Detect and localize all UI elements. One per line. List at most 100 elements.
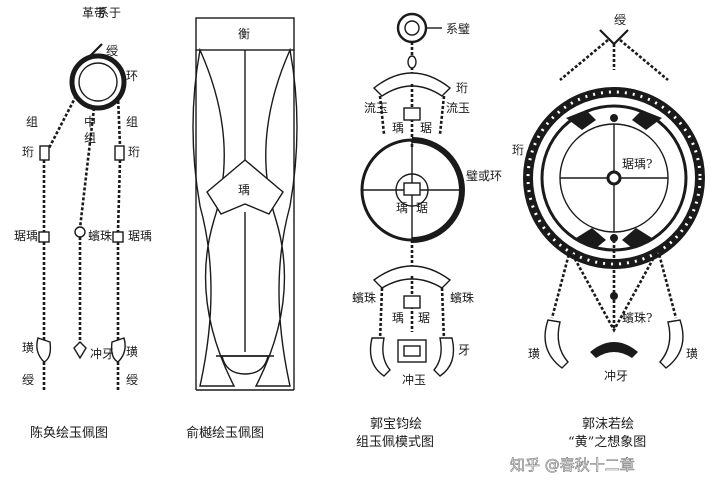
label: 珩 (456, 81, 468, 95)
bi-center-block (403, 182, 421, 196)
left-ya (369, 337, 391, 377)
dragon-head-ul (566, 110, 596, 130)
ring-inner (78, 62, 118, 102)
label: 组 (84, 131, 96, 145)
label: 瑀 (396, 201, 408, 215)
chong-ya-disc (221, 355, 269, 375)
left-heng (39, 145, 50, 161)
chong-yu-inner (403, 345, 421, 357)
right-ya (433, 337, 455, 377)
chong-ya (73, 341, 87, 360)
label: 珩 (128, 145, 140, 159)
yu-diamond (206, 159, 284, 215)
ring-huan (69, 53, 127, 111)
label: 琚瑀 (128, 229, 152, 243)
label: 牙 (458, 343, 470, 357)
label: 组 (126, 115, 138, 129)
label: 琚瑀 (14, 229, 38, 243)
label: 蠙珠? (622, 310, 652, 325)
label: 瑀 (238, 183, 250, 197)
label: 璜 (126, 345, 138, 359)
label: 中 (84, 114, 96, 129)
label: 璜 (22, 341, 34, 355)
figure-guo-baojun: 系璧 珩 流玉 流玉 瑀 琚 璧或环 瑀 琚 蠙珠 瑀 琚 蠙珠 牙 冲玉 郭宝… (352, 12, 502, 450)
label: 瑀 (392, 311, 404, 325)
label: 蠙珠 (352, 290, 376, 305)
label: 系于 (97, 6, 121, 20)
top-knot (599, 29, 629, 46)
bead-mid (610, 292, 618, 300)
figure-guo-moruo: 绶 珩 琚瑀? 蠙珠? 璜 冲牙 璜 郭沫若绘 “黄”之想象图 (512, 13, 705, 450)
bead-top (610, 114, 618, 122)
label: 蠙珠 (450, 290, 474, 305)
figure-yu-yue: 衡 瑀 俞樾绘玉佩图 (186, 17, 298, 441)
yu-ju-block (403, 107, 421, 121)
label: 璜 (686, 347, 698, 361)
label: 冲玉 (402, 372, 426, 387)
watermark: 知乎 @春秋十二章 (510, 456, 635, 474)
dragon-head-ll (576, 228, 606, 248)
label: 系璧 (446, 21, 470, 36)
label: 流玉 (364, 101, 388, 115)
caption: 郭沫若绘 (582, 416, 634, 432)
right-heng (114, 145, 125, 161)
left-huang (36, 337, 52, 363)
chain-left-top (559, 39, 609, 81)
xi-bi-hole (404, 20, 420, 36)
lower-right-cord (440, 287, 446, 341)
chong-ya (590, 342, 638, 358)
left-cord-upper (46, 95, 78, 151)
left-juyu (38, 231, 50, 243)
label: 革带 (82, 6, 106, 20)
label: 珩 (22, 145, 34, 159)
dragon-head-lr (622, 228, 652, 248)
lower-yu-block (403, 295, 421, 309)
right-huang-curve (254, 47, 298, 387)
caption: 组玉佩模式图 (356, 435, 434, 450)
chong-yu (397, 339, 427, 363)
bead (407, 55, 417, 69)
caption: 俞樾绘玉佩图 (186, 425, 264, 441)
middle-cord-upper (78, 107, 96, 229)
lower-left-cord (378, 287, 384, 341)
label: 组 (26, 115, 38, 129)
chain-right-low (656, 249, 678, 319)
right-huang (110, 337, 126, 363)
label: 琚 (416, 201, 428, 215)
label: 琚 (418, 311, 430, 325)
left-huang (544, 319, 569, 369)
caption: 郭宝钧绘 (370, 416, 422, 432)
dragon-ring-pattern (526, 90, 702, 266)
left-huang-curve (192, 47, 236, 387)
xi-bi (396, 12, 428, 44)
label: 瑀 (392, 121, 404, 135)
right-liuyu (438, 95, 446, 135)
label: 琚 (420, 121, 432, 135)
label: 冲牙 (90, 346, 114, 361)
bead-bottom (610, 234, 618, 242)
label: 璧或环 (466, 168, 502, 183)
chain-v (568, 249, 660, 333)
chain-right-top (619, 39, 669, 81)
label: 璜 (528, 347, 540, 361)
label: 珩 (512, 143, 524, 157)
chain-left-low (550, 249, 572, 319)
right-huang (659, 319, 684, 369)
label: 环 (126, 69, 138, 83)
label: 流玉 (446, 101, 470, 115)
figure-chen-huan: 革带 系于 绶 环 组 中 组 组 珩 珩 琚瑀 蠙珠 琚瑀 璜 冲牙 璜 绶 … (14, 6, 152, 441)
label: 绶 (126, 373, 138, 387)
right-juyu (112, 231, 124, 243)
middle-pearl (74, 226, 86, 238)
label: 绶 (22, 373, 34, 387)
right-cord-upper (116, 95, 122, 147)
dragon-head-ur (632, 110, 662, 130)
left-liuyu (378, 95, 386, 135)
label: 绶 (106, 44, 118, 58)
label: 琚瑀? (622, 157, 652, 171)
caption: 陈奂绘玉佩图 (30, 425, 108, 441)
label: 蠙珠 (88, 228, 112, 243)
center-bead (606, 170, 622, 186)
label: 绶 (614, 13, 626, 27)
